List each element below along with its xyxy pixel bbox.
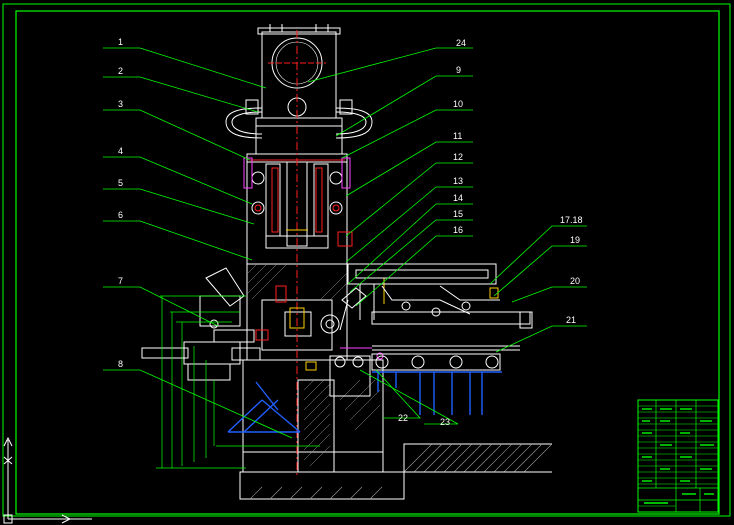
callout-1: 1 xyxy=(118,37,123,47)
callout-21: 21 xyxy=(566,315,576,325)
callout-5: 5 xyxy=(118,178,123,188)
ground-base xyxy=(239,443,553,500)
column-hatch xyxy=(246,263,381,467)
callout-16: 16 xyxy=(453,225,463,235)
red-details xyxy=(249,30,353,475)
callout-4: 4 xyxy=(118,146,123,156)
ucs-axis-icon xyxy=(3,436,92,524)
callout-labels: 1 2 3 4 5 6 7 8 9 10 11 12 13 14 15 16 1… xyxy=(118,37,583,427)
callout-8: 8 xyxy=(118,359,123,369)
blue-parts xyxy=(227,371,502,433)
callout-2: 2 xyxy=(118,66,123,76)
callout-20: 20 xyxy=(570,276,580,286)
callout-24: 24 xyxy=(456,38,466,48)
leader-lines xyxy=(103,47,587,439)
callout-13: 13 xyxy=(453,176,463,186)
dimension-lines xyxy=(156,295,320,469)
callout-3: 3 xyxy=(118,99,123,109)
callout-9: 9 xyxy=(456,65,461,75)
callout-10: 10 xyxy=(453,99,463,109)
callout-17-18: 17.18 xyxy=(560,215,583,225)
callout-15: 15 xyxy=(453,209,463,219)
conveyor xyxy=(329,345,520,397)
callout-12: 12 xyxy=(453,152,463,162)
callout-22: 22 xyxy=(398,413,408,423)
callout-11: 11 xyxy=(453,131,462,141)
callout-23: 23 xyxy=(440,417,450,427)
title-block xyxy=(637,399,719,513)
callout-7: 7 xyxy=(118,276,123,286)
yellow-details xyxy=(286,229,499,371)
magenta-details xyxy=(243,157,384,360)
callout-14: 14 xyxy=(453,193,463,203)
callout-19: 19 xyxy=(570,235,580,245)
callout-6: 6 xyxy=(118,210,123,220)
outer-frame xyxy=(2,3,731,517)
inner-frame xyxy=(15,10,720,515)
